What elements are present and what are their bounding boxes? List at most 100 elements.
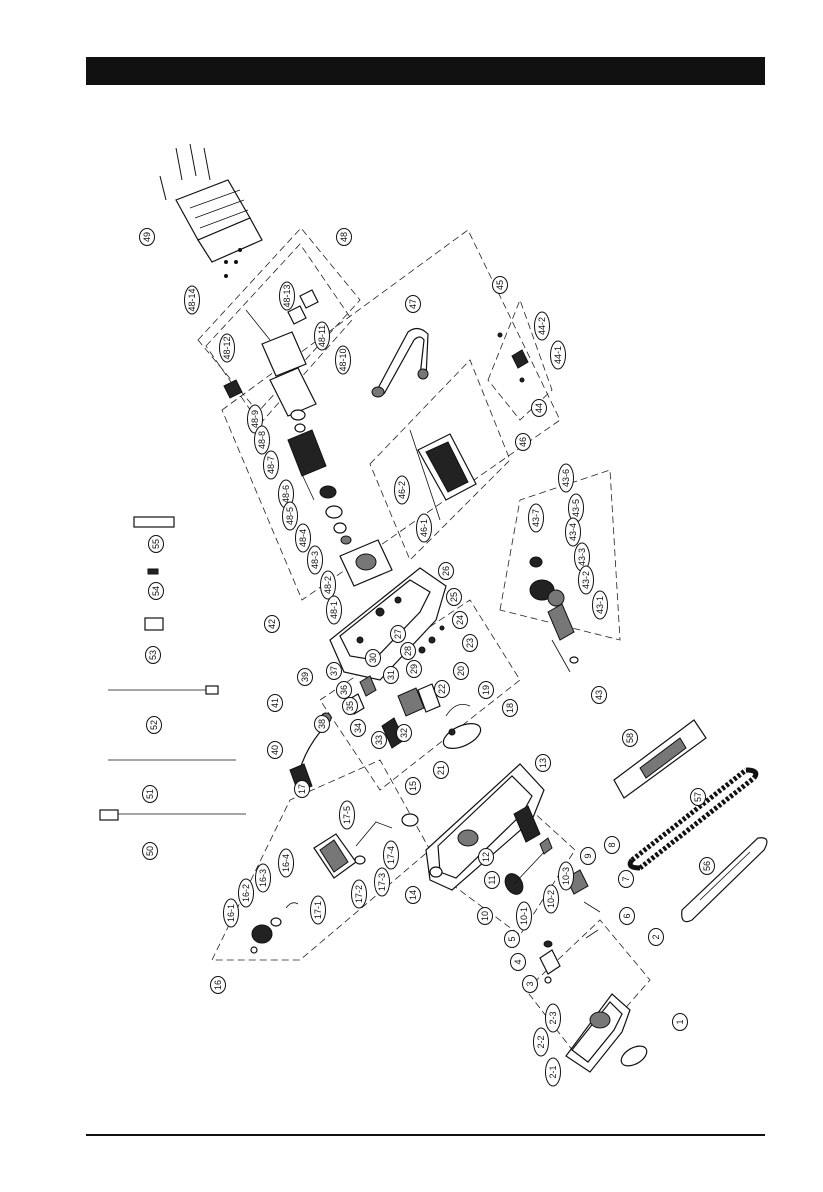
callout-label: 9	[583, 853, 593, 858]
callout-10-2: 10-2	[543, 884, 559, 914]
callout-label: 11	[487, 875, 497, 884]
callout-54: 54	[148, 582, 164, 600]
callout-label: 38	[317, 719, 327, 729]
callout-bubble	[405, 777, 421, 795]
callout-label: 49	[142, 232, 152, 242]
callout-bubble	[478, 848, 494, 866]
callout-8: 8	[604, 836, 620, 854]
callout-label: 17-3	[377, 873, 387, 891]
callout-1: 1	[672, 1013, 688, 1031]
callout-48-10: 48-10	[335, 345, 351, 375]
callout-label: 48-1	[329, 601, 339, 619]
callout-6: 6	[619, 907, 635, 925]
callout-bubble	[351, 879, 367, 909]
callout-label: 48-7	[266, 456, 276, 474]
callout-57: 57	[690, 788, 706, 806]
callout-label: 21	[436, 765, 446, 775]
callout-bubble	[314, 715, 330, 733]
callout-label: 43-4	[568, 523, 578, 541]
callout-bubble	[142, 785, 158, 803]
callout-bubble	[545, 1003, 561, 1033]
callout-bubble	[462, 634, 478, 652]
callout-48-11: 48-11	[314, 321, 330, 351]
callout-label: 14	[408, 890, 418, 900]
callout-label: 41	[270, 698, 280, 708]
callout-bubble	[400, 642, 416, 660]
callout-15: 15	[405, 777, 421, 795]
callout-44-2: 44-2	[534, 311, 550, 341]
callout-label: 17-5	[342, 806, 352, 824]
callout-3: 3	[522, 975, 538, 993]
callout-37: 37	[326, 662, 342, 680]
callout-label: 17-2	[354, 885, 364, 903]
callout-7: 7	[618, 870, 634, 888]
switch-parts	[347, 625, 445, 749]
ring-15	[401, 813, 419, 827]
callout-53: 53	[145, 646, 161, 664]
callout-23: 23	[462, 634, 478, 652]
callout-bubble	[396, 724, 412, 742]
callout-bubble	[591, 686, 607, 704]
callout-bubble	[342, 697, 358, 715]
callout-bubble	[565, 517, 581, 547]
callout-48-8: 48-8	[254, 425, 270, 455]
callout-label: 48-10	[338, 348, 348, 371]
callout-label: 44-2	[537, 317, 547, 335]
front-handle-46	[409, 429, 477, 521]
callout-label: 34	[353, 723, 363, 733]
callout-40: 40	[267, 741, 283, 759]
callout-label: 10-2	[546, 890, 556, 908]
rear-handle-47	[371, 327, 429, 398]
callout-label: 2-2	[536, 1035, 546, 1048]
callout-label: 48-12	[222, 336, 232, 359]
side-cover-2	[565, 993, 631, 1073]
callout-bubble	[618, 870, 634, 888]
callout-label: 24	[455, 615, 465, 625]
callout-label: 2-3	[548, 1011, 558, 1024]
callout-label: 16-3	[258, 869, 268, 887]
callout-26: 26	[438, 562, 454, 580]
callout-bubble	[510, 953, 526, 971]
callout-25: 25	[446, 588, 462, 606]
callout-bubble	[267, 694, 283, 712]
callout-2-2: 2-2	[533, 1027, 549, 1057]
callout-label: 18	[505, 703, 515, 713]
callout-bubble	[648, 928, 664, 946]
callout-14: 14	[405, 886, 421, 904]
callout-label: 13	[538, 758, 548, 768]
callout-bubble	[699, 857, 715, 875]
armature-48-7	[287, 409, 352, 545]
callout-label: 29	[409, 664, 419, 674]
callout-bubble	[492, 276, 508, 294]
callout-bubble	[406, 660, 422, 678]
callout-bubble	[528, 503, 544, 533]
callout-label: 6	[622, 913, 632, 918]
callout-bubble	[578, 565, 594, 595]
callout-label: 1	[675, 1019, 685, 1024]
callout-43-7: 43-7	[528, 503, 544, 533]
callout-label: 48-9	[250, 410, 260, 428]
callout-bubble	[550, 340, 566, 370]
callout-label: 43-7	[531, 509, 541, 527]
callout-49: 49	[139, 228, 155, 246]
callout-51: 51	[142, 785, 158, 803]
callout-bubble	[267, 741, 283, 759]
guide-bar-56	[681, 837, 768, 923]
callout-label: 12	[481, 852, 491, 862]
callout-bubble	[350, 719, 366, 737]
callout-label: 50	[145, 846, 155, 856]
callout-bubble	[326, 595, 342, 625]
callout-label: 48-3	[310, 551, 320, 569]
callout-2: 2	[648, 928, 664, 946]
callout-label: 40	[270, 745, 280, 755]
stator-48-2	[339, 539, 393, 587]
callout-17-2: 17-2	[351, 879, 367, 909]
callout-label: 46-1	[419, 519, 429, 537]
callout-22: 22	[434, 680, 450, 698]
callout-label: 19	[481, 685, 491, 695]
callout-label: 10-3	[561, 867, 571, 885]
callout-2-3: 2-3	[545, 1003, 561, 1033]
callout-bubble	[279, 281, 295, 311]
callout-48-1: 48-1	[326, 595, 342, 625]
